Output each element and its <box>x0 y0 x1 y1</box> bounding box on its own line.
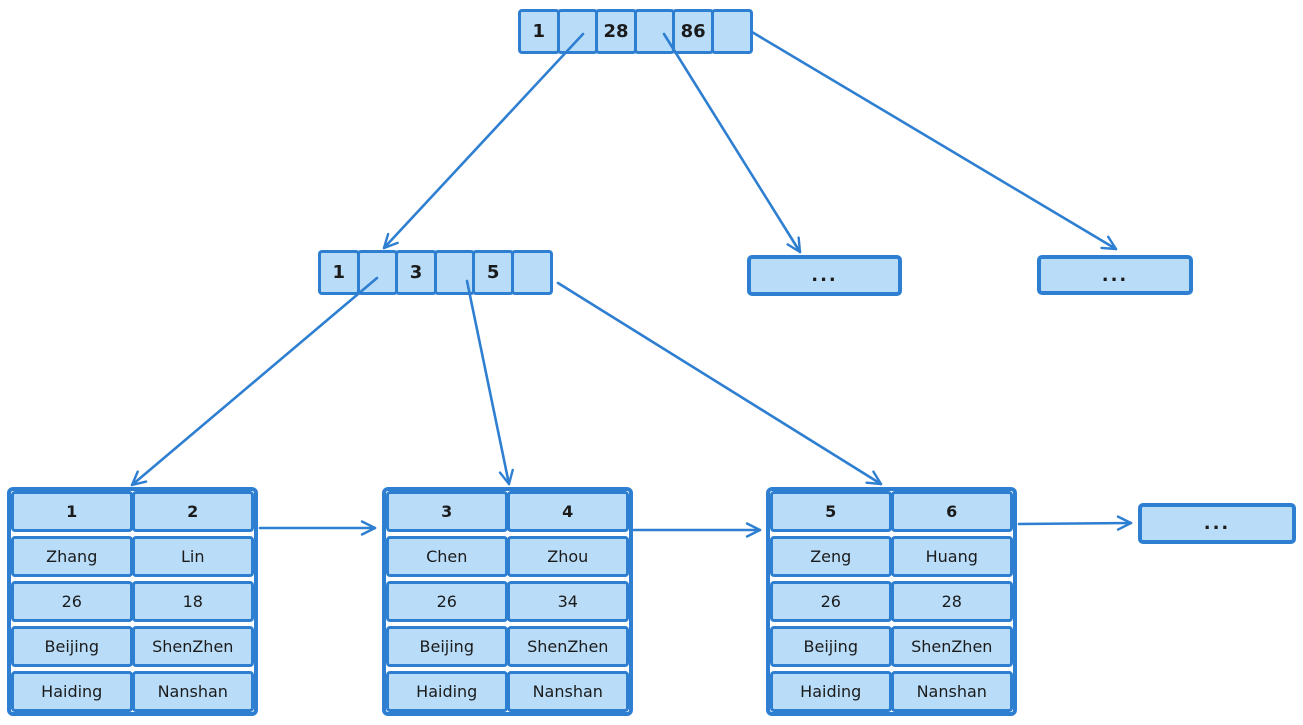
leaf-cell-age: 28 <box>890 581 1013 622</box>
arrow-root-to-dots-b <box>750 30 1118 251</box>
leaf-cell-district: Nanshan <box>131 671 254 712</box>
arrow-internal-to-leaf2 <box>465 279 514 486</box>
root-key-cell: 1 <box>518 9 560 54</box>
arrow-leaf3-to-dots <box>1017 515 1133 531</box>
root-key-cell: 86 <box>672 9 714 54</box>
internal-key-cell: 1 <box>318 250 360 295</box>
leaf-cell-id: 6 <box>890 491 1013 532</box>
leaf-cell-id: 1 <box>11 491 133 532</box>
leaf-cell-district: Nanshan <box>506 671 629 712</box>
leaf-cell-id: 3 <box>386 491 508 532</box>
leaf-cell-city: ShenZhen <box>131 626 254 667</box>
root-pointer-cell <box>710 9 753 54</box>
ellipsis-node-internal-a: ... <box>747 255 902 296</box>
leaf-cell-name: Huang <box>890 536 1013 577</box>
internal-key-cell: 3 <box>395 250 437 295</box>
leaf-cell-id: 5 <box>770 491 892 532</box>
leaf-cell-city: ShenZhen <box>890 626 1013 667</box>
root-node: 1 28 86 <box>518 9 753 54</box>
leaf-cell-city: Beijing <box>11 626 133 667</box>
arrow-internal-to-leaf3 <box>556 281 883 486</box>
internal-pointer-cell <box>433 250 476 295</box>
leaf-cell-city: ShenZhen <box>506 626 629 667</box>
internal-pointer-cell <box>356 250 399 295</box>
leaf-page-2: 3 4 Chen Zhou 26 34 Beijing ShenZhen Hai… <box>382 487 633 716</box>
root-pointer-cell <box>633 9 676 54</box>
internal-node: 1 3 5 <box>318 250 553 295</box>
leaf-cell-district: Haiding <box>770 671 892 712</box>
leaf-cell-city: Beijing <box>770 626 892 667</box>
leaf-page-3: 5 6 Zeng Huang 26 28 Beijing ShenZhen Ha… <box>766 487 1017 716</box>
leaf-cell-id: 2 <box>131 491 254 532</box>
leaf-cell-age: 26 <box>11 581 133 622</box>
leaf-cell-district: Nanshan <box>890 671 1013 712</box>
leaf-cell-age: 34 <box>506 581 629 622</box>
leaf-cell-name: Zhou <box>506 536 629 577</box>
leaf-cell-name: Lin <box>131 536 254 577</box>
internal-key-cell: 5 <box>472 250 514 295</box>
leaf-cell-age: 26 <box>386 581 508 622</box>
arrow-root-to-dots-a <box>662 32 802 254</box>
leaf-cell-district: Haiding <box>11 671 133 712</box>
leaf-cell-name: Zhang <box>11 536 133 577</box>
leaf-cell-age: 18 <box>131 581 254 622</box>
root-key-cell: 28 <box>595 9 637 54</box>
ellipsis-node-internal-b: ... <box>1037 255 1193 295</box>
leaf-page-1: 1 2 Zhang Lin 26 18 Beijing ShenZhen Hai… <box>7 487 258 716</box>
ellipsis-node-leaf: ... <box>1138 503 1296 544</box>
arrow-root-to-internal <box>382 32 585 250</box>
leaf-cell-id: 4 <box>506 491 629 532</box>
leaf-cell-age: 26 <box>770 581 892 622</box>
leaf-cell-name: Zeng <box>770 536 892 577</box>
root-pointer-cell <box>556 9 599 54</box>
leaf-cell-district: Haiding <box>386 671 508 712</box>
leaf-cell-name: Chen <box>386 536 508 577</box>
arrow-internal-to-leaf1 <box>130 276 379 487</box>
internal-pointer-cell <box>510 250 553 295</box>
leaf-cell-city: Beijing <box>386 626 508 667</box>
